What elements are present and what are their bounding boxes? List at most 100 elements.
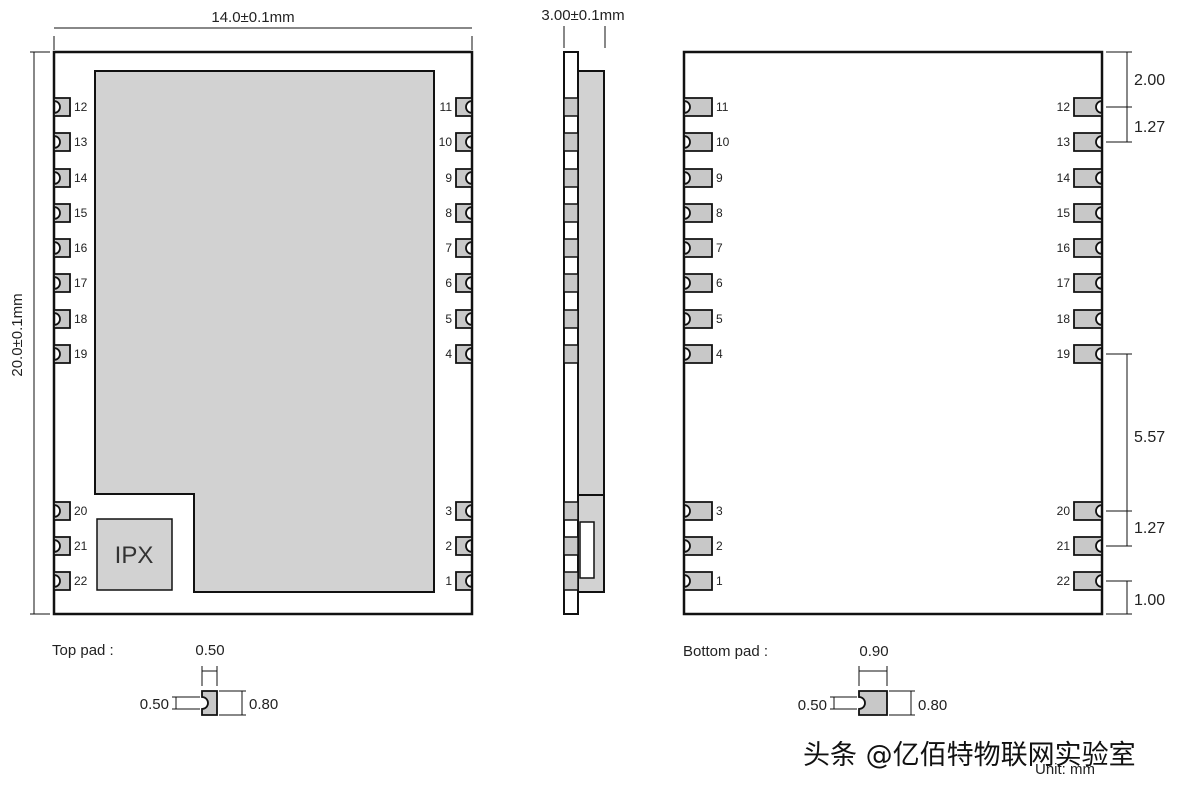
top-pad-14 (53, 168, 71, 188)
side-pad (563, 168, 579, 188)
top-width-dimension: 14.0±0.1mm (211, 9, 294, 26)
pin-number: 17 (74, 276, 88, 290)
side-pad (563, 344, 579, 364)
bottom-pad-20 (1073, 501, 1103, 521)
pin-number: 6 (445, 276, 452, 290)
side-view: 3.00±0.1mm (541, 7, 625, 615)
pin-number: 8 (445, 206, 452, 220)
pin-number: 13 (74, 135, 88, 149)
bottom-pad-18 (1073, 309, 1103, 329)
top-pad-16 (53, 238, 71, 258)
top-height-dimension: 20.0±0.1mm (9, 293, 26, 376)
watermark: 头条 @亿佰特物联网实验室 (803, 740, 1136, 771)
pin-number: 16 (74, 241, 88, 255)
top-pad-notch: 0.50 (140, 696, 169, 713)
bottom-pad-8 (683, 203, 713, 223)
ipx-connector-label: IPX (115, 542, 154, 569)
bottom-pad-1 (683, 571, 713, 591)
bottom-pad-9 (683, 168, 713, 188)
pin-number: 17 (1057, 276, 1071, 290)
bottom-pad-19 (1073, 344, 1103, 364)
pin-number: 15 (74, 206, 88, 220)
top-pad-10 (455, 132, 473, 152)
bottom-pad-width: 0.90 (859, 643, 888, 660)
pin-number: 11 (440, 100, 453, 114)
top-pad-18 (53, 309, 71, 329)
top-pad-2 (455, 536, 473, 556)
bottom-pad-17 (1073, 273, 1103, 293)
top-pad-1 (455, 571, 473, 591)
pin-number: 5 (716, 312, 723, 326)
top-pad-20 (53, 501, 71, 521)
bottom-pad-7 (683, 238, 713, 258)
pin-number: 10 (439, 135, 453, 149)
pin-number: 10 (716, 135, 730, 149)
pin-number: 20 (1057, 504, 1071, 518)
side-pad (563, 132, 579, 152)
pin-number: 11 (716, 100, 729, 114)
shield-can (94, 70, 435, 593)
pin-number: 13 (1057, 135, 1071, 149)
pin-number: 19 (1057, 347, 1071, 361)
dim-bottom-margin: 1.00 (1134, 592, 1165, 609)
pin-number: 22 (74, 574, 88, 588)
top-pad-4 (455, 344, 473, 364)
pin-number: 21 (74, 539, 88, 553)
bottom-pad-notch: 0.50 (798, 697, 827, 714)
pin-number: 18 (74, 312, 88, 326)
bottom-pad-sample (858, 690, 888, 716)
bottom-pad-22 (1073, 571, 1103, 591)
bottom-pad-label: Bottom pad : (683, 643, 768, 660)
bottom-pad-21 (1073, 536, 1103, 556)
top-pad-22 (53, 571, 71, 591)
unit-note: Unit: mm (1035, 761, 1095, 778)
side-shield (577, 70, 605, 496)
side-pad (563, 203, 579, 223)
pin-number: 1 (445, 574, 452, 588)
top-view: 14.0±0.1mm 20.0±0.1mm IPX 12131415161718… (9, 9, 474, 616)
pin-number: 12 (74, 100, 88, 114)
side-pad (563, 273, 579, 293)
pin-number: 2 (445, 539, 452, 553)
top-pad-19 (53, 344, 71, 364)
ipx-connector (96, 518, 173, 591)
pin-number: 4 (716, 347, 723, 361)
pin-number: 19 (74, 347, 88, 361)
side-pad (563, 536, 579, 556)
pin-number: 8 (716, 206, 723, 220)
side-pad (563, 571, 579, 591)
side-ipx (579, 521, 595, 579)
pin-number: 2 (716, 539, 723, 553)
pin-number: 4 (445, 347, 452, 361)
bottom-pad-13 (1073, 132, 1103, 152)
bottom-pad-height: 0.80 (918, 697, 947, 714)
bottom-pad-10 (683, 132, 713, 152)
pin-number: 3 (716, 504, 723, 518)
top-pad-15 (53, 203, 71, 223)
pin-number: 5 (445, 312, 452, 326)
bottom-pad-15 (1073, 203, 1103, 223)
top-pad-detail: Top pad : 0.50 0.50 0.80 (52, 642, 278, 716)
bottom-pad-4 (683, 344, 713, 364)
pin-number: 12 (1057, 100, 1071, 114)
top-pad-11 (455, 97, 473, 117)
top-pad-21 (53, 536, 71, 556)
pin-number: 1 (716, 574, 723, 588)
dim-pitch-top: 1.27 (1134, 119, 1165, 136)
bottom-pad-12 (1073, 97, 1103, 117)
bottom-pad-16 (1073, 238, 1103, 258)
bottom-pad-5 (683, 309, 713, 329)
dim-pitch-bottom: 1.27 (1134, 520, 1165, 537)
bottom-module-outline (682, 50, 1104, 616)
pin-number: 7 (445, 241, 452, 255)
pin-number: 18 (1057, 312, 1071, 326)
pin-number: 3 (445, 504, 452, 518)
top-pad-5 (455, 309, 473, 329)
top-pad-6 (455, 273, 473, 293)
top-pad-height: 0.80 (249, 696, 278, 713)
pin-number: 7 (716, 241, 723, 255)
pin-number: 15 (1057, 206, 1071, 220)
bottom-pad-6 (683, 273, 713, 293)
